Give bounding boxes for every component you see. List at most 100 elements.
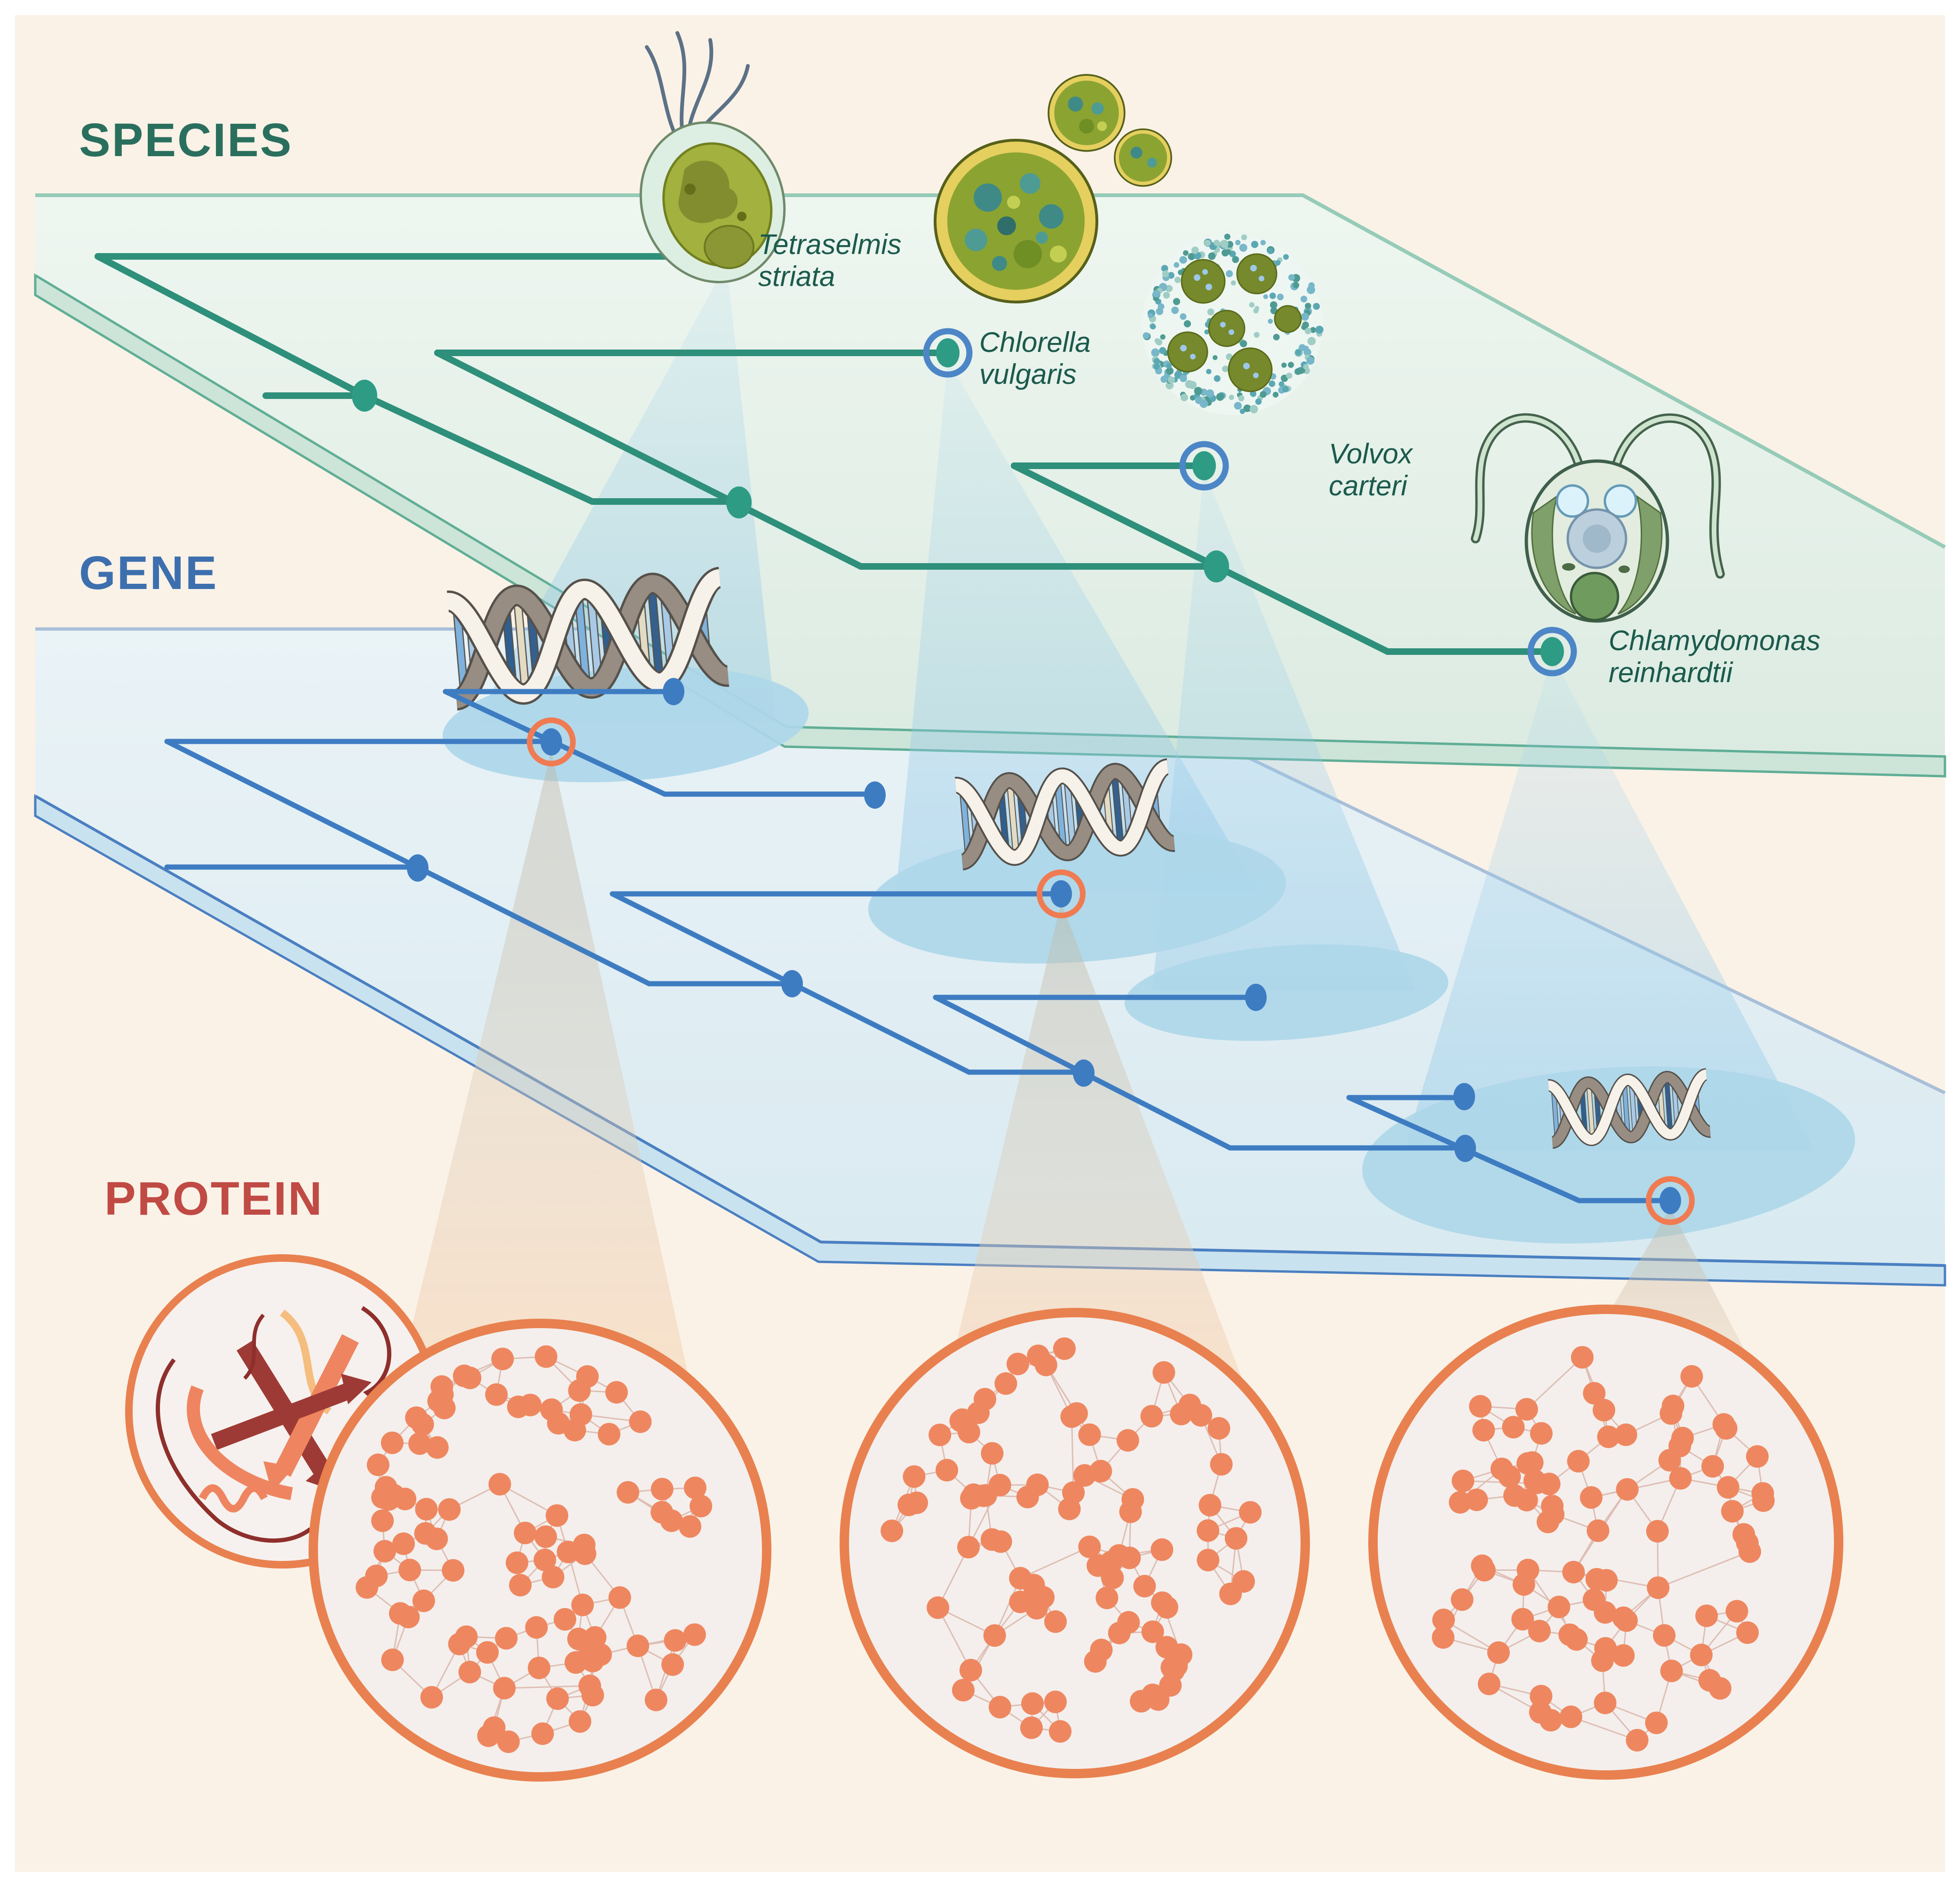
protein-node [493,1677,516,1700]
protein-node [1661,1394,1684,1417]
protein-node [459,1366,482,1389]
label-chlamydomonas-line1: Chlamydomonas [1609,625,1820,656]
protein-node [1725,1600,1748,1623]
protein-node [1579,1486,1603,1509]
gene-tree [164,689,1673,1203]
protein-node [569,1710,592,1733]
gene-plane-front-edge [34,795,1945,1267]
chlamydomonas-nucleolus [1583,525,1611,553]
gene-node-highlighted-3 [1659,1187,1681,1214]
chlorella-cell-small-2 [1114,128,1172,187]
protein-node [1616,1478,1639,1501]
protein-node [605,1381,628,1404]
gene-node [1454,1135,1476,1162]
species-plane-top-edge [35,193,1946,549]
protein-node [1690,1643,1713,1666]
protein-node [1498,1465,1521,1488]
protein-node [1449,1491,1472,1514]
label-volvox-line1: Volvox [1329,438,1413,470]
protein-node [533,1548,556,1571]
organism-illustrations [639,31,1725,623]
protein-node [485,1383,508,1406]
network-edge [1526,1356,1583,1410]
protein-node [1571,1346,1594,1369]
protein-node [1669,1467,1692,1490]
protein-node [1065,1402,1088,1425]
protein-interaction-network-1 [356,1345,713,1753]
chlorella-illustration [934,74,1172,303]
protein-node [1597,1425,1620,1449]
protein-node [1714,1417,1738,1440]
protein-node [398,1559,421,1582]
protein-node [1198,1494,1222,1517]
chlamydomonas-flagella-icon [1471,413,1725,579]
protein-interaction-network-2 [881,1337,1262,1743]
protein-node [381,1431,404,1454]
protein-node [897,1493,920,1516]
protein-node [994,1372,1017,1395]
protein-node [1658,1449,1681,1472]
tetraselmis-spot [737,212,746,221]
tetraselmis-illustration [639,31,786,284]
protein-node [525,1616,548,1639]
protein-node [1477,1672,1500,1696]
protein-node [412,1589,435,1612]
protein-node [1078,1423,1101,1446]
label-chlorella-line1: Chlorella [979,326,1091,358]
protein-node [1502,1416,1525,1439]
volvox-illustration [1142,233,1324,415]
protein-node [881,1519,904,1542]
protein-node [476,1641,499,1664]
gene-node [1245,984,1267,1011]
protein-node [509,1574,532,1597]
chlamydomonas-chloroplast-right [1617,494,1663,615]
protein-node [1523,1469,1546,1492]
volvox-daughter-dots [1180,265,1264,378]
protein-node [426,1436,449,1459]
protein-node [1133,1575,1156,1598]
chlamydomonas-illustration [1471,413,1725,623]
protein-node [554,1608,577,1631]
protein-node [1530,1422,1553,1445]
protein-node [690,1495,713,1518]
protein-network-circle-2 [840,1308,1310,1778]
protein-node [1614,1423,1637,1446]
protein-node [959,1659,982,1682]
protein-node [514,1521,537,1545]
species-layer-title: SPECIES [79,114,293,167]
species-internal-nodes [352,380,1229,582]
protein-node [534,1345,557,1368]
protein-node [1530,1685,1553,1708]
gene-node [1073,1059,1095,1087]
protein-node [1087,1554,1110,1577]
protein-node [1701,1455,1724,1478]
species-internal-node-3 [1204,550,1229,582]
protein-node [972,1484,995,1507]
network-edge [937,1546,969,1608]
species-phylogenetic-tree [95,253,1555,655]
label-chlamydomonas-line2: reinhardtii [1609,657,1733,688]
orange-ring-icon-2 [1037,869,1086,918]
protein-node [1646,1520,1669,1543]
protein-node [1695,1604,1718,1627]
protein-node [1512,1573,1535,1596]
protein-node [572,1533,595,1556]
protein-node [374,1476,397,1499]
protein-node [1130,1690,1153,1713]
protein-node [1612,1644,1635,1667]
protein-node [1006,1353,1029,1376]
protein-node [1452,1469,1475,1492]
protein-node [1565,1628,1588,1651]
protein-node [1178,1393,1201,1417]
protein-network-circle-3 [1368,1305,1843,1780]
protein-node [1121,1488,1144,1511]
protein-node [1210,1453,1233,1476]
protein-node [683,1476,706,1499]
protein-node [1020,1716,1043,1739]
protein-node [936,1458,959,1481]
protein-node [547,1412,570,1435]
protein-node [1473,1559,1496,1582]
protein-node [617,1481,640,1504]
protein-node [1090,1639,1113,1662]
protein-node [1469,1395,1492,1418]
